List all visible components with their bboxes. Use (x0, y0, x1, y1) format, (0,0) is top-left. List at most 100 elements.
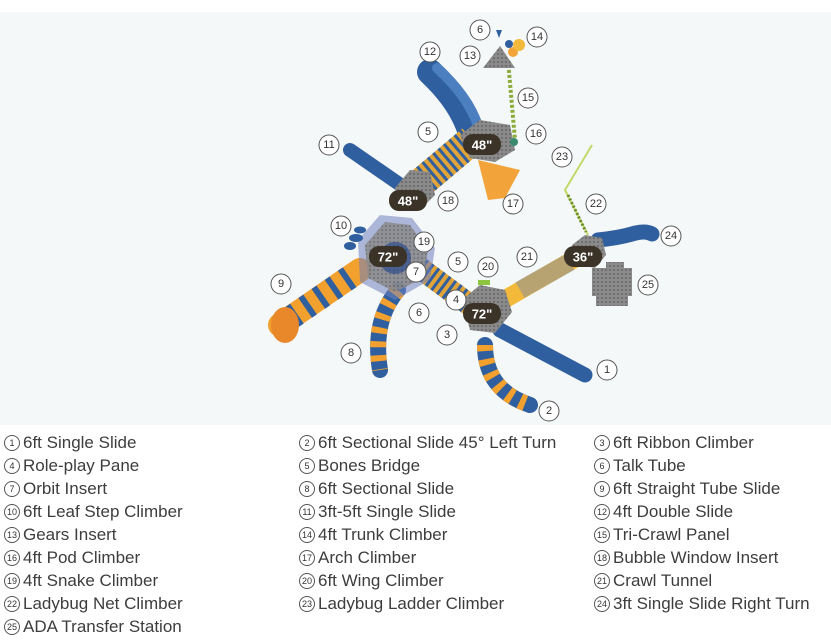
callout-marker: 1 (596, 359, 618, 381)
svg-text:48": 48" (472, 138, 493, 153)
single-slide-long (492, 322, 593, 383)
svg-text:5: 5 (425, 126, 431, 138)
svg-text:10: 10 (335, 220, 347, 232)
deck-height-label: 72" (369, 246, 407, 267)
pod-climber (510, 138, 518, 146)
callout-marker: 11 (318, 134, 340, 156)
svg-text:2: 2 (546, 405, 552, 417)
arch-climber (478, 160, 520, 200)
deck-height-label: 48" (463, 134, 501, 155)
svg-text:72": 72" (378, 250, 399, 265)
trunk-climber (505, 39, 525, 57)
callout-marker: 20 (477, 256, 499, 278)
callout-marker: 2 (538, 400, 560, 422)
callout-marker: 21 (516, 246, 538, 268)
svg-text:3: 3 (444, 329, 450, 341)
svg-text:17: 17 (507, 198, 519, 210)
callout-marker: 3 (436, 324, 458, 346)
callout-marker: 24 (660, 225, 682, 247)
wing-climber (478, 280, 490, 285)
tri-crawl-panel (506, 59, 517, 141)
transfer-station (592, 262, 632, 306)
svg-text:1: 1 (604, 364, 610, 376)
callout-marker: 4 (445, 289, 467, 311)
talk-tube (496, 30, 502, 38)
svg-text:18: 18 (442, 195, 454, 207)
single-slide-short (343, 143, 412, 195)
callout-marker: 13 (459, 45, 481, 67)
svg-text:48": 48" (398, 194, 419, 209)
svg-text:24: 24 (665, 230, 677, 242)
svg-text:14: 14 (531, 31, 543, 43)
callout-marker: 6 (408, 302, 430, 324)
callout-marker: 17 (502, 193, 524, 215)
callout-marker: 9 (270, 273, 292, 295)
svg-text:23: 23 (556, 151, 568, 163)
callout-marker: 10 (330, 215, 352, 237)
callout-marker: 18 (437, 190, 459, 212)
leaf-step-climber (344, 226, 366, 250)
ladybug-net (566, 194, 588, 233)
sectional-slide (370, 282, 406, 378)
svg-text:5: 5 (455, 256, 461, 268)
callout-marker: 5 (447, 251, 469, 273)
svg-text:19: 19 (418, 236, 430, 248)
double-slide (417, 59, 483, 143)
svg-text:25: 25 (642, 279, 654, 291)
svg-text:9: 9 (278, 278, 284, 290)
callouts: 1 2 3 4 5 5 6 6 7 8 9 10 11 12 13 14 15 … (270, 19, 682, 422)
callout-marker: 5 (417, 121, 439, 143)
callout-marker: 6 (469, 19, 491, 41)
deck-height-label: 48" (389, 190, 427, 211)
sectional-slide-turn (477, 337, 538, 413)
callout-marker: 22 (585, 193, 607, 215)
svg-text:8: 8 (348, 347, 354, 359)
gears-insert (483, 46, 515, 68)
svg-text:16: 16 (530, 128, 542, 140)
callout-marker: 15 (517, 87, 539, 109)
single-slide-turn (590, 224, 660, 248)
svg-text:6: 6 (477, 24, 483, 36)
tube-slide (268, 258, 372, 343)
callout-marker: 14 (526, 26, 548, 48)
callout-marker: 8 (340, 342, 362, 364)
svg-text:7: 7 (413, 266, 419, 278)
callout-marker: 25 (637, 274, 659, 296)
callout-marker: 12 (419, 41, 441, 63)
callout-marker: 7 (405, 261, 427, 283)
svg-text:11: 11 (323, 139, 334, 151)
plan-background (0, 12, 831, 425)
deck-height-label: 72" (463, 303, 501, 324)
svg-text:21: 21 (521, 251, 533, 263)
deck-height-labels: 48" 48" 72" 36" 72" (369, 134, 602, 324)
callout-marker: 16 (525, 123, 547, 145)
deck-height-label: 36" (564, 246, 602, 267)
svg-text:22: 22 (590, 198, 602, 210)
svg-text:36": 36" (573, 250, 594, 265)
callout-marker: 19 (413, 231, 435, 253)
svg-text:20: 20 (482, 261, 494, 273)
